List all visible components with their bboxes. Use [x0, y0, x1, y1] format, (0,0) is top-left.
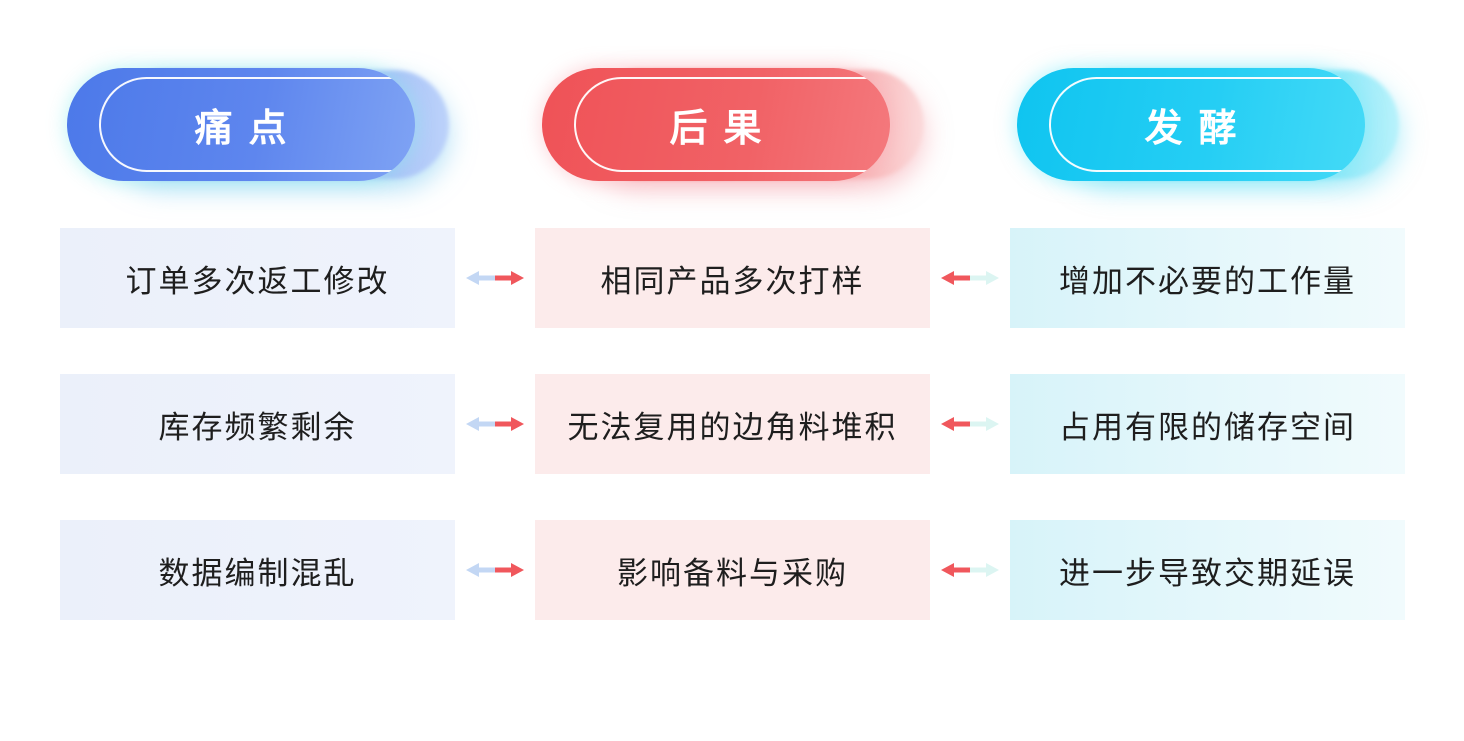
arrow-left-head: [466, 417, 479, 431]
arrow-right-shaft: [495, 421, 513, 427]
bidirectional-arrow-icon: [466, 563, 524, 577]
arrow-left-head: [941, 417, 954, 431]
arrow-right-shaft: [495, 275, 513, 281]
ferment-item-3: 进一步导致交期延误: [1010, 520, 1405, 620]
arrow-left-shaft: [477, 421, 495, 427]
pain-item-2: 库存频繁剩余: [60, 374, 455, 474]
bidirectional-arrow-icon: [941, 271, 999, 285]
arrow-left-head: [466, 271, 479, 285]
ferment-item-1: 增加不必要的工作量: [1010, 228, 1405, 328]
connector-pain-consequence-1: [455, 228, 535, 328]
diagram-canvas: 痛点 后果 发酵 订单多次返工修改 相同产品多次打样: [60, 68, 1464, 620]
arrow-right-head: [986, 563, 999, 577]
header-pill-pain: 痛点: [66, 68, 449, 181]
pain-item-1: 订单多次返工修改: [60, 228, 455, 328]
consequence-item-3: 影响备料与采购: [535, 520, 930, 620]
consequence-item-2: 无法复用的边角料堆积: [535, 374, 930, 474]
arrow-right-head: [511, 417, 524, 431]
connector-consequence-ferment-3: [930, 520, 1010, 620]
connector-consequence-ferment-2: [930, 374, 1010, 474]
arrow-left-head: [466, 563, 479, 577]
arrow-left-head: [941, 271, 954, 285]
consequence-item-1: 相同产品多次打样: [535, 228, 930, 328]
header-label-consequence: 后果: [669, 108, 778, 150]
pill-front: 痛点: [66, 68, 415, 181]
arrow-left-shaft: [477, 275, 495, 281]
bidirectional-arrow-icon: [941, 563, 999, 577]
header-label-ferment: 发酵: [1144, 108, 1253, 150]
pill-front: 发酵: [1016, 68, 1365, 181]
header-pill-ferment: 发酵: [1016, 68, 1399, 181]
arrow-right-shaft: [970, 421, 988, 427]
bidirectional-arrow-icon: [466, 271, 524, 285]
header-pill-consequence: 后果: [541, 68, 924, 181]
bidirectional-arrow-icon: [941, 417, 999, 431]
arrow-left-head: [941, 563, 954, 577]
header-label-pain: 痛点: [194, 108, 303, 150]
arrow-left-shaft: [952, 567, 970, 573]
pill-front: 后果: [541, 68, 890, 181]
ferment-item-2: 占用有限的储存空间: [1010, 374, 1405, 474]
arrow-left-shaft: [952, 275, 970, 281]
arrow-right-head: [511, 271, 524, 285]
arrow-right-shaft: [970, 567, 988, 573]
connector-consequence-ferment-1: [930, 228, 1010, 328]
arrow-left-shaft: [477, 567, 495, 573]
bidirectional-arrow-icon: [466, 417, 524, 431]
arrow-right-shaft: [495, 567, 513, 573]
connector-pain-consequence-3: [455, 520, 535, 620]
arrow-right-head: [986, 271, 999, 285]
arrow-right-head: [511, 563, 524, 577]
arrow-right-head: [986, 417, 999, 431]
arrow-right-shaft: [970, 275, 988, 281]
arrow-left-shaft: [952, 421, 970, 427]
pain-item-3: 数据编制混乱: [60, 520, 455, 620]
connector-pain-consequence-2: [455, 374, 535, 474]
